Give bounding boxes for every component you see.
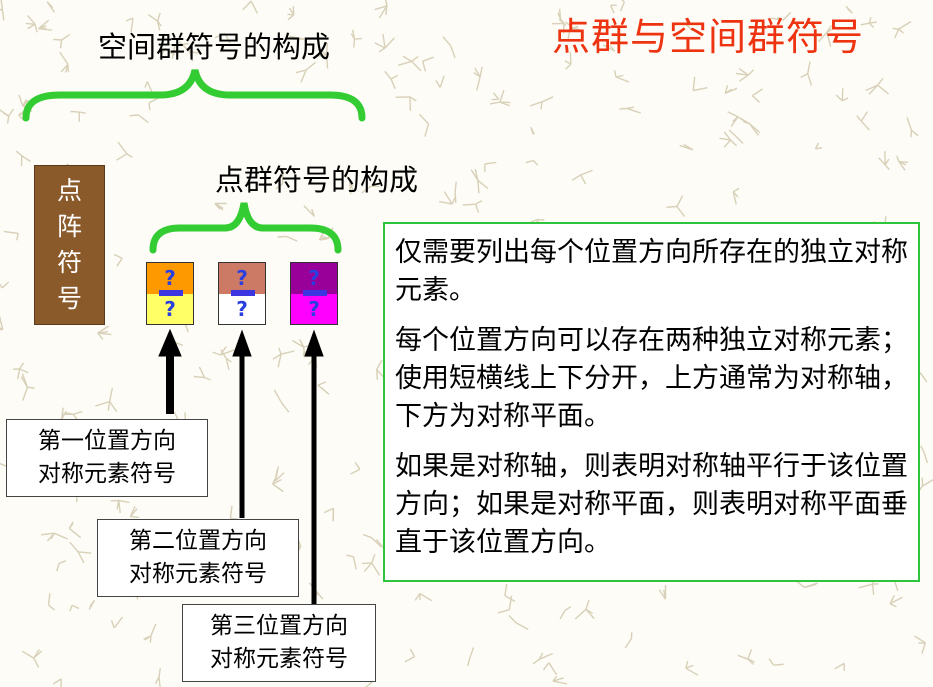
position-box-3: 第三位置方向 对称元素符号 (182, 604, 376, 682)
box-line: 对称元素符号 (38, 461, 176, 487)
lattice-char: 号 (56, 284, 82, 313)
lattice-char: 点 (56, 176, 82, 205)
symbol-position-3: ? ? (290, 262, 338, 325)
box-line: 第三位置方向 (210, 613, 348, 639)
explanation-paragraph: 如果是对称轴，则表明对称轴平行于该位置方向；如果是对称平面，则表明对称平面垂直于… (395, 451, 908, 558)
lattice-char: 阵 (56, 212, 82, 241)
symbol-position-1: ? ? (146, 262, 194, 325)
arrow-first (158, 328, 182, 414)
arrow-third (304, 329, 324, 605)
symbol-position-2: ? ? (218, 262, 266, 325)
box-line: 对称元素符号 (210, 646, 348, 672)
axis-slot: ? (147, 263, 193, 294)
plane-slot: ? (291, 293, 337, 324)
page-title: 点群与空间群符号 (552, 15, 865, 59)
box-line: 第二位置方向 (129, 528, 267, 554)
arrow-second (232, 329, 252, 518)
box-line: 对称元素符号 (129, 561, 267, 587)
box-line: 第一位置方向 (38, 428, 176, 454)
lattice-symbol-box: 点 阵 符 号 (34, 165, 105, 325)
position-box-1: 第一位置方向 对称元素符号 (6, 419, 208, 497)
explanation-paragraph: 每个位置方向可以存在两种独立对称元素；使用短横线上下分开，上方通常为对称轴，下方… (395, 325, 908, 432)
separator-bar (303, 290, 327, 296)
plane-slot: ? (219, 293, 265, 324)
space-group-label: 空间群符号的构成 (98, 30, 331, 64)
point-group-label: 点群符号的构成 (215, 163, 419, 197)
axis-slot: ? (291, 263, 337, 294)
point-group-brace (149, 202, 342, 254)
lattice-char: 符 (56, 248, 82, 277)
position-box-2: 第二位置方向 对称元素符号 (97, 519, 299, 597)
explanation-paragraph: 仅需要列出每个位置方向所存在的独立对称元素。 (395, 237, 908, 306)
separator-bar (159, 290, 183, 296)
plane-slot: ? (147, 293, 193, 324)
axis-slot: ? (219, 263, 265, 294)
space-group-brace (22, 69, 366, 122)
explanation-box: 仅需要列出每个位置方向所存在的独立对称元素。 每个位置方向可以存在两种独立对称元… (383, 222, 920, 582)
separator-bar (231, 290, 255, 296)
